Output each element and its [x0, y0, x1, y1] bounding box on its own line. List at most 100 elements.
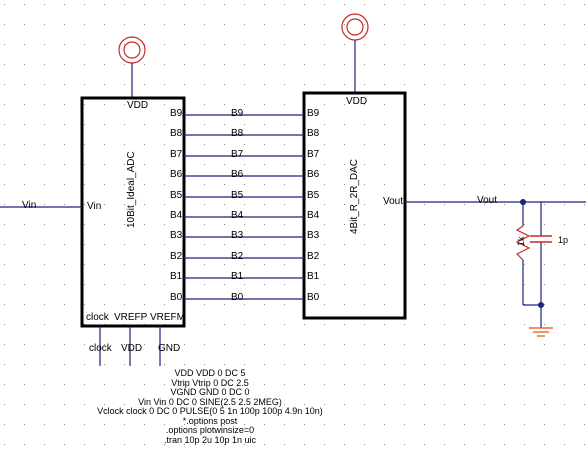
- netlist-line[interactable]: .options plotwinsize=0: [165, 425, 255, 435]
- adc-vin-pin-label: Vin: [87, 201, 102, 212]
- net-label-clock[interactable]: clock: [89, 343, 112, 354]
- netlist-line[interactable]: VGND GND 0 DC 0: [170, 387, 250, 397]
- grid-dot: [204, 264, 205, 265]
- grid-dot: [264, 304, 265, 305]
- grid-dot: [244, 304, 245, 305]
- grid-dot: [204, 384, 205, 385]
- bus-net-label-b0[interactable]: B0: [231, 292, 244, 303]
- grid-dot: [104, 64, 105, 65]
- bus-net-label-b9[interactable]: B9: [231, 108, 244, 119]
- grid-dot: [564, 4, 565, 5]
- netlist-line[interactable]: VDD VDD 0 DC 5: [174, 368, 246, 378]
- grid-dot: [144, 264, 145, 265]
- net-label-vdd[interactable]: VDD: [121, 343, 143, 354]
- load-capacitor[interactable]: [530, 235, 552, 243]
- grid-dot: [524, 284, 525, 285]
- adc-block[interactable]: [80, 96, 186, 328]
- grid-dot: [584, 144, 585, 145]
- dac-block[interactable]: [302, 91, 407, 320]
- grid-dot: [464, 264, 465, 265]
- grid-dot: [64, 304, 65, 305]
- grid-dot: [544, 344, 545, 345]
- grid-dot: [404, 44, 405, 45]
- grid-dot: [4, 184, 5, 185]
- load-resistor[interactable]: [515, 225, 531, 261]
- netlist-line[interactable]: Vin Vin 0 DC 0 SINE(2.5 2.5 2MEG): [138, 396, 282, 407]
- grid-dot: [104, 204, 105, 205]
- netlist-line[interactable]: *.options post: [182, 415, 238, 426]
- grid-dot: [124, 244, 125, 245]
- grid-dot: [64, 124, 65, 125]
- grid-dot: [324, 64, 325, 65]
- grid-dot: [524, 124, 525, 125]
- grid-dot: [124, 104, 125, 105]
- netlist-line[interactable]: .tran 10p 2u 10p 1n uic: [163, 434, 257, 445]
- vout-wire[interactable]: [405, 201, 586, 328]
- vdd-supply-symbol-adc[interactable]: [118, 36, 146, 98]
- net-label-vout[interactable]: Vout: [477, 195, 498, 206]
- grid-dot: [24, 384, 25, 385]
- bus-wires[interactable]: [184, 114, 304, 300]
- ground-symbol[interactable]: [529, 327, 553, 337]
- grid-dot: [364, 364, 365, 365]
- grid-dot: [324, 404, 325, 405]
- grid-dot: [464, 24, 465, 25]
- adc-vrefp-pin-label: VREFP: [114, 312, 148, 323]
- bus-net-label-b1[interactable]: B1: [231, 271, 244, 282]
- grid-dot: [164, 184, 165, 185]
- grid-dot: [204, 224, 205, 225]
- grid-dot: [384, 404, 385, 405]
- bus-net-label-b5[interactable]: B5: [231, 190, 244, 201]
- grid-dot: [324, 104, 325, 105]
- grid-dot: [384, 124, 385, 125]
- bottom-pin-wires[interactable]: [99, 326, 161, 366]
- grid-dot: [4, 4, 5, 5]
- grid-dot: [124, 304, 125, 305]
- grid-dot: [344, 164, 345, 165]
- adc-vrefm-pin-label: VREFM: [150, 312, 185, 323]
- grid-dot: [424, 424, 425, 425]
- grid-dot: [184, 444, 185, 445]
- grid-dot: [344, 424, 345, 425]
- grid-dot: [564, 324, 565, 325]
- grid-dot: [144, 244, 145, 245]
- grid-dot: [524, 264, 525, 265]
- net-label-vin[interactable]: Vin: [22, 200, 37, 211]
- grid-dot: [244, 244, 245, 245]
- grid-dot: [524, 244, 525, 245]
- grid-dot: [444, 84, 445, 85]
- grid-dot: [344, 304, 345, 305]
- grid-dot: [444, 444, 445, 445]
- bus-net-label-b2[interactable]: B2: [231, 251, 244, 262]
- bus-net-label-b3[interactable]: B3: [231, 230, 244, 241]
- grid-dot: [284, 224, 285, 225]
- grid-dot: [444, 104, 445, 105]
- grid-dot: [444, 184, 445, 185]
- grid-dot: [44, 344, 45, 345]
- grid-dot: [564, 424, 565, 425]
- vdd-supply-symbol-dac[interactable]: [341, 13, 369, 93]
- net-label-gnd[interactable]: GND: [158, 343, 181, 354]
- grid-dot: [584, 104, 585, 105]
- grid-dot: [264, 24, 265, 25]
- grid-dot: [464, 384, 465, 385]
- netlist-line[interactable]: Vtrip Vtrip 0 DC 2.5: [171, 377, 249, 388]
- grid-dot: [64, 284, 65, 285]
- grid-dot: [164, 384, 165, 385]
- grid-dot: [484, 224, 485, 225]
- bus-net-label-b7[interactable]: B7: [231, 149, 244, 160]
- junction-dot-top: [520, 199, 526, 205]
- netlist-line[interactable]: Vclock clock 0 DC 0 PULSE(0 5 1n 100p 10…: [97, 406, 323, 416]
- bus-net-label-b4[interactable]: B4: [231, 210, 244, 221]
- grid-dot: [504, 124, 505, 125]
- bus-net-label-b6[interactable]: B6: [231, 169, 244, 180]
- grid-dot: [44, 404, 45, 405]
- grid-dot: [424, 204, 425, 205]
- grid-dot: [84, 244, 85, 245]
- grid-dot: [284, 284, 285, 285]
- grid-dot: [504, 84, 505, 85]
- grid-dot: [244, 424, 245, 425]
- bus-net-label-b8[interactable]: B8: [231, 128, 244, 139]
